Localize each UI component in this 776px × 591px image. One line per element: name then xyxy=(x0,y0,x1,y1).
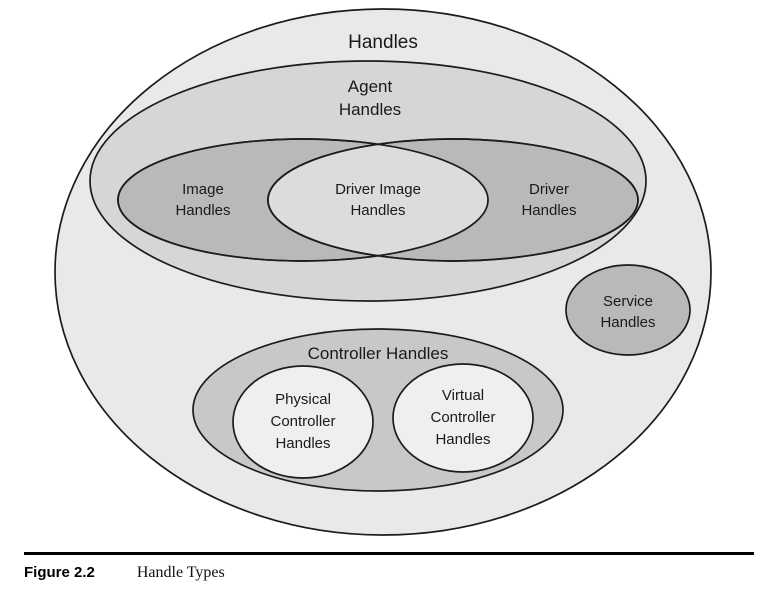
label-line: Controller xyxy=(430,409,495,426)
label-line: Handles xyxy=(339,100,401,119)
image-handles-outline xyxy=(117,138,489,262)
driver-handles-outline xyxy=(267,138,639,262)
image-handles-label: Image Handles xyxy=(175,181,230,219)
label-line: Service xyxy=(603,293,653,310)
label-line: Handles xyxy=(435,431,490,448)
agent-handles-label: Agent Handles xyxy=(339,77,401,119)
label-line: Virtual xyxy=(442,387,484,404)
label-line: Controller xyxy=(270,413,335,430)
driver-handles-label: Driver Handles xyxy=(521,181,576,219)
handles-label: Handles xyxy=(348,32,418,53)
label-line: Handles xyxy=(350,202,405,219)
label-line: Driver xyxy=(529,181,569,198)
driver-image-handles-label: Driver Image Handles xyxy=(335,181,421,219)
controller-handles-label: Controller Handles xyxy=(308,344,449,363)
figure-title: Handle Types xyxy=(136,564,225,581)
label-line: Image xyxy=(182,181,224,198)
handle-types-diagram: Handles Agent Handles Image Handles Driv… xyxy=(54,8,712,536)
virtual-controller-ellipse xyxy=(392,363,534,473)
physical-controller-label: Physical Controller Handles xyxy=(270,391,335,452)
label-line: Handles xyxy=(175,202,230,219)
label-line: Physical xyxy=(275,391,331,408)
label-line: Agent xyxy=(348,77,393,96)
label-line: Handles xyxy=(600,314,655,331)
label-line: Handles xyxy=(275,435,330,452)
service-handles-label: Service Handles xyxy=(600,293,655,331)
label-line: Handles xyxy=(521,202,576,219)
service-handles-ellipse xyxy=(565,264,691,356)
physical-controller-ellipse xyxy=(232,365,374,479)
figure-number: Figure 2.2 xyxy=(24,564,95,581)
virtual-controller-label: Virtual Controller Handles xyxy=(430,387,495,448)
label-line: Driver Image xyxy=(335,181,421,198)
figure-caption: Figure 2.2 Handle Types xyxy=(24,552,754,582)
